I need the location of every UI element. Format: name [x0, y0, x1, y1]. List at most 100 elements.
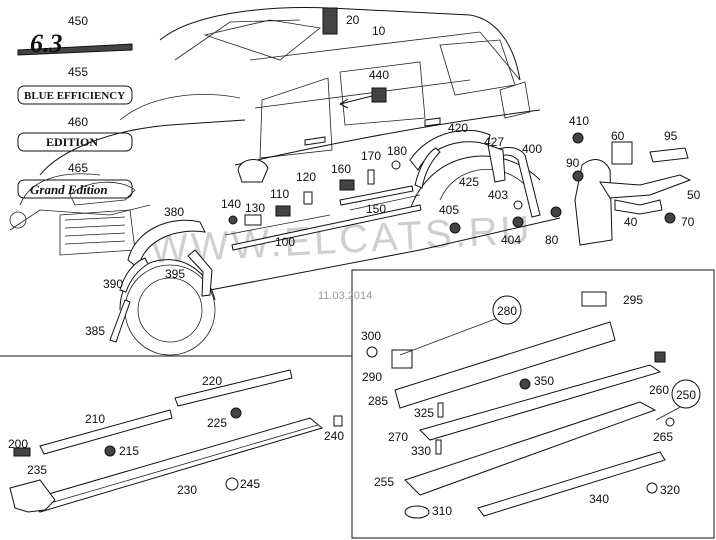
part-410-bolt	[572, 132, 584, 144]
watermark-text: WWW.ELCATS.RU	[149, 208, 533, 272]
callout-10: 10	[372, 24, 386, 38]
callout-403: 403	[488, 188, 508, 202]
callout-180: 180	[387, 144, 407, 158]
callout-40: 40	[624, 215, 638, 229]
callout-380: 380	[164, 205, 184, 219]
callout-425: 425	[459, 175, 479, 189]
callout-250: 250	[676, 388, 696, 402]
callout-120: 120	[296, 170, 316, 184]
callout-215: 215	[119, 444, 139, 458]
part-110-clip	[275, 205, 291, 217]
part-200-clip	[13, 447, 31, 457]
part-120-clip	[303, 191, 313, 205]
part-mud-flap	[574, 159, 613, 246]
group-280-leader	[399, 317, 499, 356]
wheel-arch-trims	[109, 129, 541, 343]
part-265-clip	[665, 417, 675, 427]
part-95-cap	[649, 147, 689, 163]
callout-260: 260	[649, 383, 669, 397]
part-290-end-cap	[391, 349, 413, 369]
door-trim-parts	[228, 7, 471, 251]
part-235-skirt-end	[9, 479, 56, 513]
callout-labels: 450 455 460 465 20 10 440 410 60 95 400 …	[8, 13, 701, 518]
part-330-screw	[435, 439, 442, 455]
part-90-bolt	[572, 170, 584, 182]
callout-210: 210	[85, 412, 105, 426]
callout-320: 320	[660, 483, 680, 497]
callout-130: 130	[245, 201, 265, 215]
callout-310: 310	[432, 504, 452, 518]
part-180-clip	[391, 160, 401, 170]
mud-flap-group	[449, 132, 692, 246]
part-395-arch-end	[187, 249, 213, 297]
badge-465-outline	[17, 179, 133, 199]
callout-290: 290	[362, 370, 382, 384]
callout-250-ring	[671, 379, 701, 409]
callout-20: 20	[346, 13, 360, 27]
part-405-bolt	[449, 222, 461, 234]
part-40-bracket	[614, 199, 663, 215]
callout-280-ring	[492, 295, 522, 325]
part-10-roof-rail	[254, 79, 471, 109]
callout-285: 285	[368, 394, 388, 408]
callout-465: 465	[68, 161, 88, 175]
part-320-clip	[646, 482, 658, 494]
callout-390: 390	[103, 277, 123, 291]
badge-465-text: Grand Edition	[30, 182, 108, 197]
part-427-arch-cap	[487, 144, 506, 183]
callout-100: 100	[275, 235, 295, 249]
callout-70: 70	[681, 215, 695, 229]
part-385-arch-strip	[109, 299, 131, 343]
callout-160: 160	[331, 162, 351, 176]
badge-465-grand-edition: Grand Edition	[17, 179, 133, 199]
callout-90: 90	[566, 156, 580, 170]
part-325-screw	[437, 402, 444, 418]
part-220-trim-strip	[174, 369, 293, 407]
callout-440: 440	[369, 68, 389, 82]
callout-460: 460	[68, 115, 88, 129]
part-230-side-skirt	[27, 417, 324, 513]
part-300-clip	[366, 346, 378, 358]
part-350-clip	[519, 378, 531, 390]
callout-340: 340	[589, 492, 609, 506]
callout-300: 300	[361, 329, 381, 343]
callout-230: 230	[177, 483, 197, 497]
callout-325: 325	[414, 406, 434, 420]
part-425-arch-segment	[414, 147, 441, 189]
part-50-bracket	[599, 174, 692, 199]
callout-395: 395	[165, 267, 185, 281]
side-skirt-group	[9, 369, 343, 513]
part-255-running-board	[404, 401, 657, 496]
panel-frames	[0, 269, 715, 539]
callout-50: 50	[687, 188, 701, 202]
running-board-panel-frame	[351, 269, 715, 539]
callout-330: 330	[411, 444, 431, 458]
badge-450-amg-6-3: 6.3	[17, 29, 133, 58]
part-215-clip	[104, 445, 116, 457]
part-295-end-cap	[581, 291, 607, 307]
callout-95: 95	[664, 129, 678, 143]
badge-460-edition: EDITION	[17, 132, 133, 152]
callout-255: 255	[374, 475, 394, 489]
callout-245: 245	[240, 477, 260, 491]
callout-150: 150	[366, 202, 386, 216]
part-60-cover	[611, 141, 633, 165]
part-225-clip	[230, 407, 242, 419]
callout-265: 265	[653, 430, 673, 444]
badge-455-blue-efficiency: BLUE EFFICIENCY	[17, 85, 133, 105]
part-390-arch-segment	[119, 257, 149, 293]
badge-450-text: 6.3	[30, 29, 63, 58]
callout-404: 404	[501, 233, 521, 247]
callout-140: 140	[221, 197, 241, 211]
part-210-trim-strip	[39, 409, 173, 455]
callout-60: 60	[611, 129, 625, 143]
callout-200: 200	[8, 437, 28, 451]
part-270-step-plate	[419, 364, 662, 441]
callout-170: 170	[361, 149, 381, 163]
callout-410: 410	[569, 114, 589, 128]
part-310-grommet	[404, 505, 430, 519]
callout-220: 220	[202, 374, 222, 388]
part-20-roof-clip	[322, 7, 338, 35]
badge-455-outline	[17, 85, 133, 105]
part-240-clip	[333, 415, 343, 427]
